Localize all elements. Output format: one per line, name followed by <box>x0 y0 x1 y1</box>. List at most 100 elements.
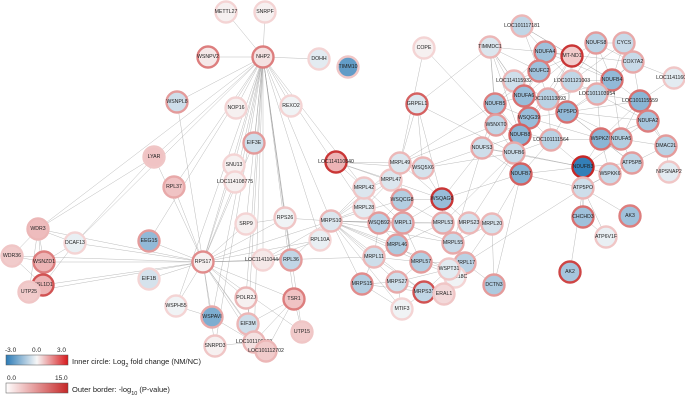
node-circle[interactable] <box>224 96 248 120</box>
node-WSPT31[interactable]: WSPT31 <box>437 257 461 281</box>
node-METTL27[interactable]: METTL27 <box>214 0 238 24</box>
node-circle[interactable] <box>589 127 613 151</box>
node-circle[interactable] <box>214 0 238 24</box>
node-circle[interactable] <box>411 156 435 180</box>
node-circle[interactable] <box>600 68 624 92</box>
node-SNRPF[interactable]: SNRPF <box>253 0 277 24</box>
node-circle[interactable] <box>385 233 409 257</box>
node-circle[interactable] <box>405 92 429 116</box>
node-circle[interactable] <box>470 136 494 160</box>
node-circle[interactable] <box>558 260 582 284</box>
node-DMAC2L[interactable]: DMAC2L <box>654 134 678 158</box>
node-circle[interactable] <box>618 204 642 228</box>
node-circle[interactable] <box>164 294 188 318</box>
node-circle[interactable] <box>533 40 557 64</box>
node-REXO2[interactable]: REXO2 <box>279 94 303 118</box>
node-W5PKK6[interactable]: W5PKK6 <box>598 162 622 186</box>
node-MRPS27[interactable]: MRPS27 <box>385 270 409 294</box>
node-circle[interactable] <box>620 151 644 175</box>
node-WSQ5X6[interactable]: WSQ5X6 <box>411 156 435 180</box>
node-MRPL42[interactable]: MRPL42 <box>352 176 376 200</box>
node-NDUFS3[interactable]: NDUFS3 <box>470 136 494 160</box>
node-circle[interactable] <box>279 94 303 118</box>
node-circle[interactable] <box>282 287 306 311</box>
node-ATP5PD[interactable]: ATP5PD <box>555 100 579 124</box>
node-NDUFA2[interactable]: NDUFA2 <box>636 109 660 133</box>
node-NDUFB7[interactable]: NDUFB7 <box>509 162 533 186</box>
node-W5PKZ6[interactable]: W5PKZ6 <box>589 127 613 151</box>
node-circle[interactable] <box>628 89 652 113</box>
node-circle[interactable] <box>352 176 376 200</box>
node-LOC101115559[interactable]: LOC101115559 <box>622 89 658 113</box>
node-circle[interactable] <box>527 59 551 83</box>
node-circle[interactable] <box>536 87 560 111</box>
node-circle[interactable] <box>162 175 186 199</box>
node-circle[interactable] <box>560 44 584 68</box>
node-circle[interactable] <box>279 248 303 272</box>
node-MRPL49[interactable]: MRPL49 <box>388 151 412 175</box>
node-circle[interactable] <box>409 250 433 274</box>
node-circle[interactable] <box>290 320 314 344</box>
node-NDUFB3[interactable]: NDUFB3 <box>571 155 595 179</box>
node-circle[interactable] <box>362 245 386 269</box>
node-circle[interactable] <box>26 217 50 241</box>
node-circle[interactable] <box>598 162 622 186</box>
node-NDUFB5[interactable]: NDUFB5 <box>483 92 507 116</box>
node-circle[interactable] <box>200 305 224 329</box>
node-WSNZD1[interactable]: WSNZD1 <box>32 250 56 274</box>
node-circle[interactable] <box>571 155 595 179</box>
node-WSNPL8[interactable]: WSNPL8 <box>165 90 189 114</box>
node-RPL36[interactable]: RPL36 <box>279 248 303 272</box>
node-circle[interactable] <box>137 267 161 291</box>
node-NDUFA6[interactable]: NDUFA6 <box>512 84 536 108</box>
node-CYCS[interactable]: CYCS <box>612 31 636 55</box>
node-circle[interactable] <box>63 231 87 255</box>
node-NDUFA5[interactable]: NDUFA5 <box>609 127 633 151</box>
node-MTIF3[interactable]: MTIF3 <box>390 297 414 321</box>
node-WSPH55[interactable]: WSPH55 <box>164 294 188 318</box>
node-CHCHD3[interactable]: CHCHD3 <box>571 205 595 229</box>
node-RPL37[interactable]: RPL37 <box>162 175 186 199</box>
node-circle[interactable] <box>484 113 508 137</box>
node-MRPL1[interactable]: MRPL1 <box>391 211 415 235</box>
node-NDUFB6[interactable]: NDUFB6 <box>502 141 526 165</box>
node-SNRPD3[interactable]: SNRPD3 <box>203 334 227 358</box>
node-MRPS23[interactable]: MRPS23 <box>457 211 481 235</box>
node-ATP5PO[interactable]: ATP5PO <box>571 176 595 200</box>
node-circle[interactable] <box>510 14 534 38</box>
node-RPS17[interactable]: RPS17 <box>191 250 215 274</box>
node-circle[interactable] <box>457 211 481 235</box>
node-WSQCG8[interactable]: WSQCG8 <box>390 188 414 212</box>
node-EEG15[interactable]: EEG15 <box>137 229 161 253</box>
node-LYAR[interactable]: LYAR <box>142 145 166 169</box>
node-circle[interactable] <box>502 141 526 165</box>
node-circle[interactable] <box>165 90 189 114</box>
node-WSQB92[interactable]: WSQB92 <box>367 211 391 235</box>
node-EIF1B[interactable]: EIF1B <box>137 267 161 291</box>
node-NOP16[interactable]: NOP16 <box>224 96 248 120</box>
node-NDUFA4[interactable]: NDUFA4 <box>533 40 557 64</box>
node-ERAL1[interactable]: ERAL1 <box>432 282 456 306</box>
node-NDUFC2[interactable]: NDUFC2 <box>527 59 551 83</box>
node-circle[interactable] <box>308 228 332 252</box>
node-circle[interactable] <box>612 31 636 55</box>
node-circle[interactable] <box>431 211 455 235</box>
node-circle[interactable] <box>480 212 504 236</box>
node-MRPL11[interactable]: MRPL11 <box>362 245 386 269</box>
node-WSNPV2[interactable]: WSNPV2 <box>196 45 220 69</box>
node-circle[interactable] <box>203 334 227 358</box>
node-circle[interactable] <box>191 250 215 274</box>
node-circle[interactable] <box>390 297 414 321</box>
node-circle[interactable] <box>234 286 258 310</box>
node-circle[interactable] <box>390 188 414 212</box>
node-SRP9[interactable]: SRP9 <box>234 212 258 236</box>
node-circle[interactable] <box>555 100 579 124</box>
node-circle[interactable] <box>509 162 533 186</box>
node-circle[interactable] <box>32 250 56 274</box>
node-LOC114116079[interactable]: LOC114116079 <box>656 66 685 90</box>
node-circle[interactable] <box>254 339 278 363</box>
node-circle[interactable] <box>584 31 608 55</box>
node-circle[interactable] <box>412 36 436 60</box>
node-MRPL55[interactable]: MRPL55 <box>441 231 465 255</box>
node-LOC114108775[interactable]: LOC114108775 <box>217 170 253 194</box>
